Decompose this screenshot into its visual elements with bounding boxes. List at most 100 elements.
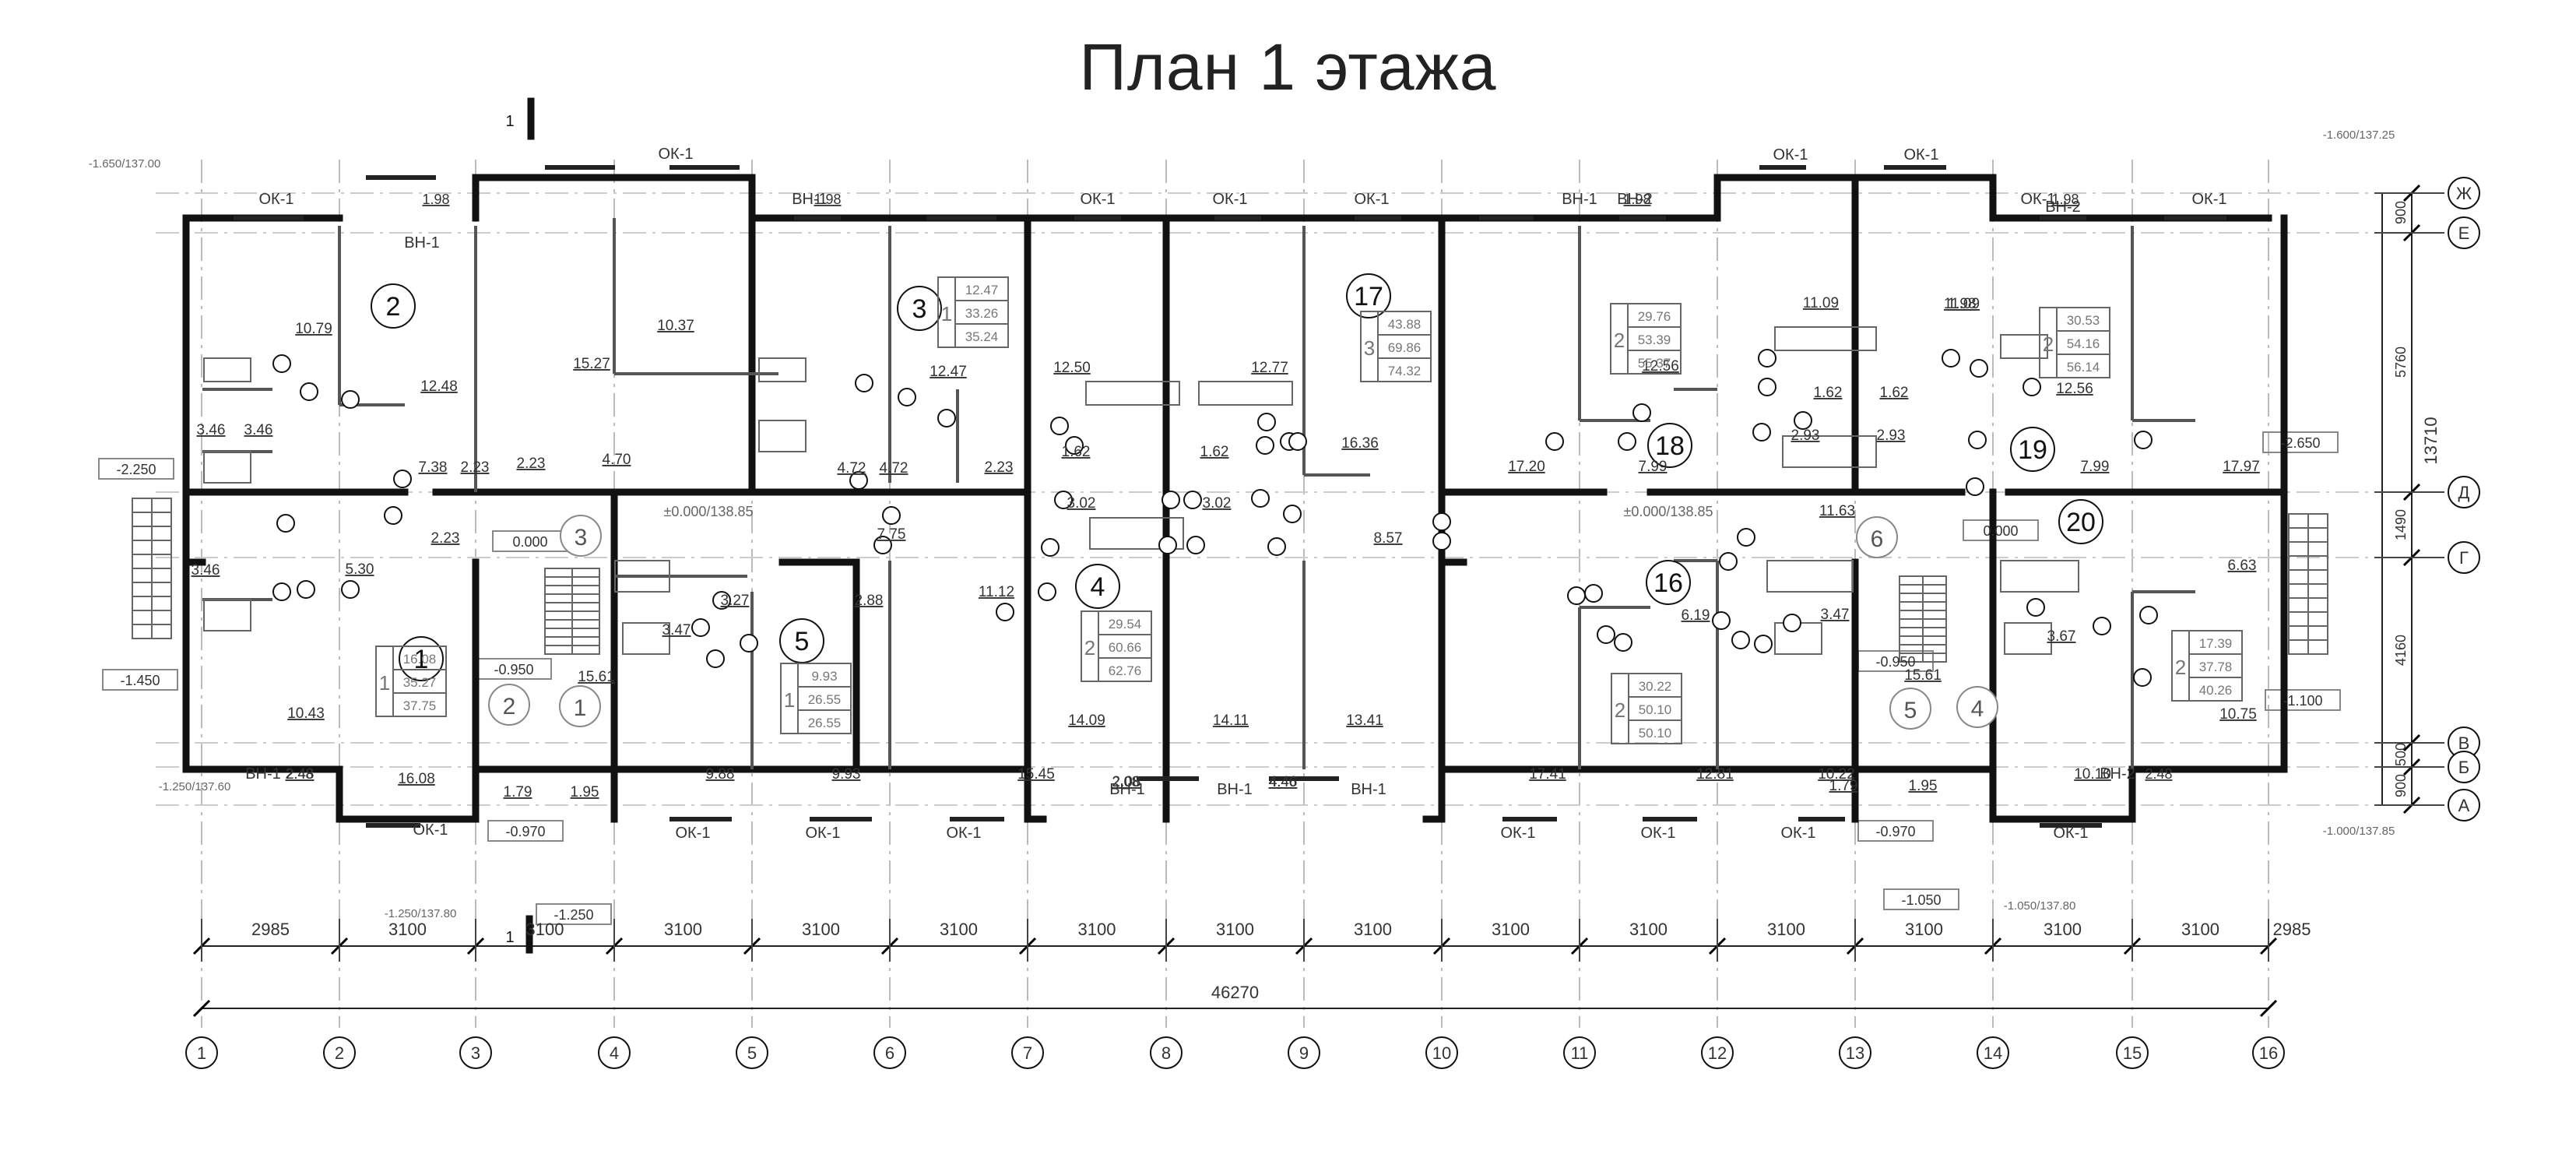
kitchen-fixture — [203, 357, 251, 382]
room-area: 6.63 — [2228, 558, 2257, 574]
ceiling-outlet — [2022, 378, 2041, 396]
room-area: 2.88 — [855, 593, 884, 609]
dimension-value: 3100 — [388, 920, 427, 939]
window-label: ОК-1 — [2192, 191, 2227, 208]
dimension-value: 900 — [2393, 774, 2409, 797]
stair-label: 4 — [1971, 696, 1984, 722]
apartment-summary-box — [2039, 307, 2110, 378]
stair-label: 2 — [503, 694, 516, 719]
axis-bubble — [598, 1036, 631, 1069]
room-area: 15.61 — [578, 669, 615, 685]
dimension-value: 2985 — [2273, 920, 2311, 939]
elevation-value: 0.000 — [512, 534, 547, 550]
axis-bubble — [2448, 177, 2480, 209]
room-area: 10.10 — [2074, 766, 2111, 783]
room-area: 14.11 — [1213, 712, 1249, 729]
stair-number — [1956, 686, 1998, 728]
room-area: 15.27 — [573, 356, 610, 372]
room-area: 12.50 — [1053, 360, 1091, 376]
room-area: 1.62 — [1880, 385, 1909, 401]
window-label: ОК-1 — [1781, 825, 1816, 842]
dimension-value: 1490 — [2393, 509, 2409, 540]
room-area: 10.43 — [287, 705, 325, 722]
stair-label: 3 — [575, 525, 588, 551]
summary-value: 55.37 — [1638, 356, 1671, 371]
summary-value: 62.76 — [1109, 663, 1142, 678]
apartment-label: 4 — [1091, 572, 1105, 602]
stair-number — [560, 515, 602, 557]
room-count: 1 — [784, 688, 795, 712]
window-width: 2.48 — [2145, 766, 2172, 782]
ceiling-outlet — [1256, 436, 1274, 455]
elevation-value: -1.450 — [120, 673, 160, 688]
room-area: 12.48 — [420, 378, 458, 395]
ceiling-outlet — [1942, 349, 1960, 368]
stair-number — [559, 685, 601, 727]
ceiling-outlet — [1794, 411, 1812, 430]
ceiling-outlet — [2134, 431, 2153, 449]
room-area: 10.37 — [657, 318, 694, 334]
axis-bubble — [459, 1036, 492, 1069]
elevation-box — [2265, 689, 2341, 711]
room-area: 9.88 — [706, 766, 735, 783]
overall-dimension: 13710 — [2421, 417, 2441, 464]
axis-label: Б — [2458, 758, 2469, 777]
room-area: 2.23 — [985, 459, 1014, 476]
ceiling-outlet — [1257, 413, 1276, 431]
ceiling-outlet — [706, 649, 725, 668]
ceiling-outlet — [712, 591, 731, 610]
kitchen-fixture — [1198, 381, 1293, 406]
summary-value: 30.22 — [1639, 679, 1672, 694]
axis-label: Д — [2458, 483, 2470, 502]
ceiling-outlet — [1970, 359, 1988, 378]
apartment-label: 2 — [386, 292, 401, 322]
room-area: 11.63 — [1819, 503, 1855, 519]
summary-value: 16.08 — [403, 652, 437, 667]
ceiling-outlet — [1283, 505, 1302, 523]
room-area: 11.09 — [1944, 296, 1980, 312]
room-area: 7.75 — [877, 526, 906, 543]
elevation-value: -0.970 — [1875, 824, 1915, 839]
ceiling-outlet — [1038, 582, 1056, 601]
room-area: 2.23 — [517, 456, 546, 472]
window-label: ВН-1 — [245, 765, 281, 783]
window-label: ВН-2 — [1617, 191, 1653, 208]
axis-bubble — [2116, 1036, 2149, 1069]
ceiling-outlet — [937, 409, 956, 427]
axis-bubble — [1839, 1036, 1871, 1069]
room-area: 4.70 — [603, 452, 631, 468]
window-width: 2.08 — [1112, 774, 1139, 790]
ceiling-outlet — [898, 388, 916, 406]
ceiling-outlet — [1614, 633, 1632, 652]
ceiling-outlet — [1754, 635, 1773, 653]
apartment-number — [1646, 560, 1691, 605]
dimension-value: 3100 — [526, 920, 564, 939]
apartment-label: 16 — [1653, 568, 1683, 598]
summary-value: 29.76 — [1638, 309, 1671, 324]
room-area: 2.08 — [1112, 774, 1141, 790]
room-area: 3.47 — [1821, 607, 1850, 623]
room-area: 1.62 — [1814, 385, 1843, 401]
room-count: 2 — [2175, 656, 2186, 679]
ceiling-outlet — [1161, 491, 1180, 509]
window-width: 1.98 — [1623, 192, 1650, 207]
axis-bubble — [1425, 1036, 1458, 1069]
dimension-value: 900 — [2393, 201, 2409, 224]
ceiling-outlet — [1968, 431, 1987, 449]
window-label: ВН-2 — [2100, 765, 2135, 783]
kitchen-fixture — [1089, 517, 1184, 550]
window-label: ОК-1 — [1501, 825, 1536, 842]
axis-label: 8 — [1161, 1043, 1171, 1063]
elevation-value: -0.950 — [494, 662, 533, 677]
axis-label: Е — [2458, 223, 2470, 243]
kitchen-fixture — [622, 622, 670, 655]
ceiling-outlet — [855, 374, 873, 392]
room-area: 7.99 — [2081, 459, 2110, 475]
room-area: 2.23 — [461, 459, 490, 476]
room-area: 2.93 — [1791, 427, 1820, 444]
ceiling-outlet — [300, 382, 318, 401]
ceiling-outlet — [1267, 537, 1286, 556]
axis-bubble — [1288, 1036, 1320, 1069]
summary-value: 54.16 — [2067, 336, 2100, 351]
